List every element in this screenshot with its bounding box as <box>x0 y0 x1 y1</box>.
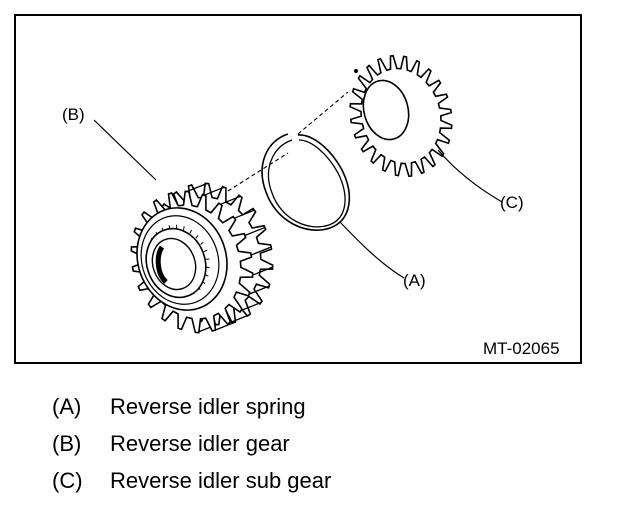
legend-key: (C) <box>52 468 83 493</box>
gear-hub-ring-2 <box>140 215 220 305</box>
bearing-roller <box>183 226 185 231</box>
gear-tooth-side-line <box>220 195 241 205</box>
gear-bore-shadow <box>155 245 168 284</box>
leader-line-a <box>339 221 405 279</box>
gear-tooth-side-line <box>244 226 266 237</box>
legend-key: (A) <box>52 394 82 419</box>
gear-tooth-side-line <box>250 246 272 256</box>
exploded-diagram: (B) (A) (C) MT-02065 <box>14 14 582 364</box>
gear-tooth-side-line <box>240 301 262 312</box>
callout-b: (B) <box>62 105 85 124</box>
bearing-roller <box>195 235 199 239</box>
bearing-roller <box>200 241 204 245</box>
figure-code: MT-02065 <box>483 339 560 358</box>
parts-legend: (A) Reverse idler spring (B) Reverse idl… <box>52 392 592 503</box>
reverse-idler-sub-gear <box>349 54 453 178</box>
gear-tooth-sides <box>186 182 273 334</box>
legend-item: (C) Reverse idler sub gear <box>52 466 592 503</box>
gear-tooth-side-line <box>234 209 255 219</box>
legend-text: Reverse idler spring <box>110 394 306 419</box>
legend-text: Reverse idler gear <box>110 431 290 456</box>
gear-tooth-side-line <box>203 186 225 196</box>
gear-tooth-side-line <box>228 314 250 324</box>
legend-item: (A) Reverse idler spring <box>52 392 592 429</box>
leader-line-b <box>93 119 157 181</box>
callout-a: (A) <box>403 271 426 290</box>
leader-line-c <box>437 149 503 203</box>
bearing-roller <box>189 229 192 234</box>
legend-text: Reverse idler sub gear <box>110 468 332 493</box>
spring-ring-outer <box>261 133 350 231</box>
sub-gear-outline <box>349 54 453 178</box>
gear-tooth-side-line <box>186 182 208 193</box>
callout-c: (C) <box>500 193 524 212</box>
bearing-roller <box>203 249 208 252</box>
legend-key: (B) <box>52 431 82 456</box>
sub-gear-pin-hole <box>354 69 358 73</box>
sub-gear-bore <box>362 79 410 141</box>
legend-item: (B) Reverse idler gear <box>52 429 592 466</box>
spring-ring-inner <box>267 139 346 228</box>
reverse-idler-spring <box>261 133 350 231</box>
gear-tooth-side-line <box>252 266 273 276</box>
reverse-idler-gear <box>130 182 274 334</box>
alignment-line-upper <box>297 91 349 135</box>
gear-tooth-side-line <box>213 321 235 332</box>
gear-tooth-side-line <box>248 285 270 295</box>
diagram-canvas: (B) (A) (C) MT-02065 <box>62 54 560 358</box>
alignment-line-lower <box>227 152 289 192</box>
bearing-roller <box>206 266 210 269</box>
